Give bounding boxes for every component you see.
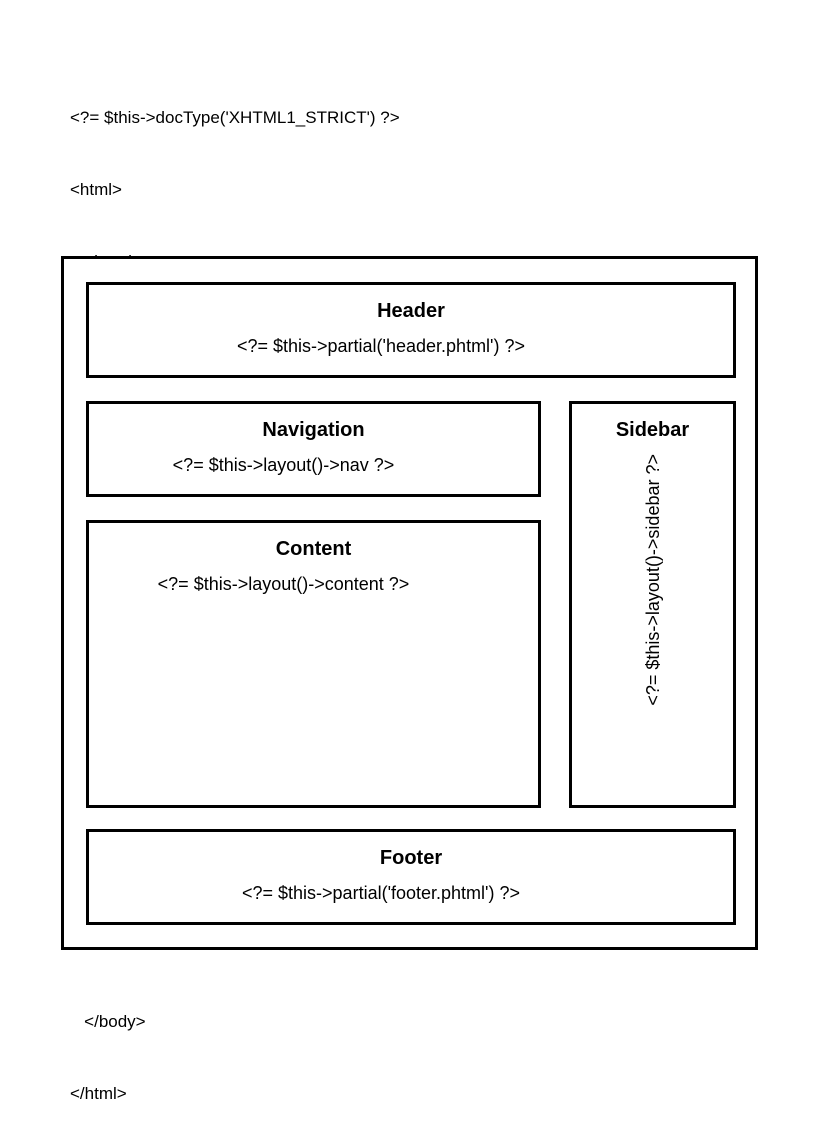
code-line-html-close: </html> [70, 1084, 127, 1103]
header-panel: Header <?= $this->partial('header.phtml'… [86, 282, 736, 378]
code-line-doctype: <?= $this->docType('XHTML1_STRICT') ?> [70, 108, 400, 127]
sidebar-panel-title: Sidebar [615, 419, 690, 441]
code-line-html-open: <html> [70, 180, 122, 199]
content-panel-code: <?= $this->layout()->content ?> [157, 574, 410, 594]
code-line-body-close: </body> [70, 1012, 146, 1031]
footer-panel-title: Footer [379, 847, 443, 869]
navigation-panel: Navigation <?= $this->layout()->nav ?> [86, 401, 541, 497]
navigation-panel-title: Navigation [262, 419, 365, 441]
footer-panel-code: <?= $this->partial('footer.phtml') ?> [241, 883, 521, 903]
header-panel-title: Header [377, 300, 445, 322]
footer-panel: Footer <?= $this->partial('footer.phtml'… [86, 829, 736, 925]
layout-diagram-container: Header <?= $this->partial('header.phtml'… [61, 256, 758, 950]
sidebar-panel-code-wrap: <?= $this->layout()->sidebar ?> [572, 454, 733, 804]
navigation-panel-code: <?= $this->layout()->nav ?> [172, 455, 395, 475]
content-panel-title: Content [275, 538, 352, 560]
sidebar-panel: Sidebar <?= $this->layout()->sidebar ?> [569, 401, 736, 808]
sidebar-panel-code: <?= $this->layout()->sidebar ?> [642, 454, 663, 706]
content-panel: Content <?= $this->layout()->content ?> [86, 520, 541, 808]
header-panel-code: <?= $this->partial('header.phtml') ?> [236, 336, 526, 356]
code-block-bottom: </body> </html> [70, 962, 146, 1130]
